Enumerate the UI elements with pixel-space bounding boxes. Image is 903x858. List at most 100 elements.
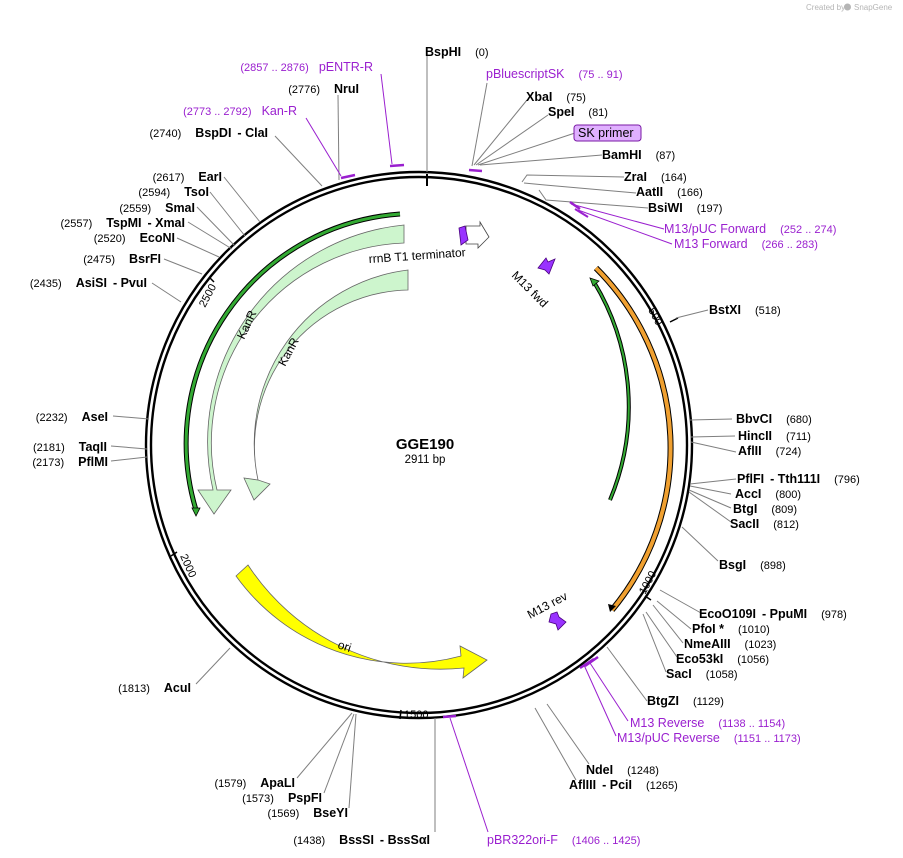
site-ndei[interactable]: NdeI(1248) [586,763,659,777]
site-nmeaiii[interactable]: NmeAIII(1023) [684,637,776,651]
ruler-tick-2500 [208,276,215,283]
ruler-tick-500 [669,317,679,323]
site-asisi[interactable]: (2435)AsiSI- PvuI [30,276,147,290]
primer-pentr-r[interactable]: (2857 .. 2876)pENTR-R [240,60,373,74]
site-bsrfi[interactable]: (2475)BsrFI [83,252,161,266]
site-pflfi[interactable]: PflFI- Tth111I(796) [737,472,860,486]
leader-btgi [688,489,732,509]
leader-xbai [473,99,528,166]
m13-fwd-label: M13 fwd [509,268,551,310]
site-tsoi[interactable]: (2594)TsoI [138,185,209,199]
lacz-arc [594,266,673,612]
leader-sk-primer [477,132,576,166]
primer-kan-r[interactable]: (2773 .. 2792)Kan-R [183,104,297,118]
m13-rev-feature[interactable] [548,611,567,631]
leader-aatii [523,182,637,194]
leader-acci [689,485,732,495]
m13-rev-label: M13 rev [525,589,570,622]
site-bsgi[interactable]: BsgI(898) [719,558,786,572]
leader-acui [195,647,231,685]
site-apali[interactable]: (1579)ApaLI [214,776,295,790]
kanr-feature-1[interactable] [197,224,405,515]
site-taqii[interactable]: (2181)TaqII [33,440,107,454]
site-sacii[interactable]: SacII(812) [730,517,799,531]
site-spei[interactable]: SpeI(81) [548,105,608,119]
site-xbai[interactable]: XbaI(75) [526,90,586,104]
primer-pbluescriptsk[interactable]: pBluescriptSK(75 .. 91) [486,67,623,81]
leader-eco53ki [645,611,678,658]
site-pfoi[interactable]: PfoI *(1010) [692,622,770,636]
leader-pspfi [323,713,355,794]
site-acci[interactable]: AccI(800) [735,487,801,501]
leader-pbluescriptsk [471,82,488,167]
site-btgzi[interactable]: BtgZI(1129) [647,694,724,708]
leader-pbr322ori-f [449,717,489,833]
leader-pflfi [689,478,737,485]
kanr-feature-2[interactable] [243,269,409,501]
site-nrui[interactable]: (2776)NruI [288,82,359,96]
mark-pbr322ori-f [442,714,457,719]
primer-m13-forward[interactable]: M13 Forward(266 .. 283) [674,237,818,251]
site-bbvci[interactable]: BbvCI(680) [736,412,812,426]
green-arc [593,281,630,501]
leader-eari [223,176,261,223]
site-bsssi[interactable]: (1438)BssSI- BssSαI [293,833,430,847]
ruler-tick-2000 [170,551,178,557]
site-aatii[interactable]: AatII(166) [636,185,703,199]
site-bstxi[interactable]: BstXI(518) [709,303,781,317]
leader-bspdi [274,135,323,187]
site-acui[interactable]: (1813)AcuI [118,681,191,695]
site-asei[interactable]: (2232)AseI [36,410,108,424]
backbone-inner [149,175,689,715]
snapgene-logo-icon [844,3,851,11]
m13-fwd-feature[interactable] [537,257,556,275]
site-bsiwi[interactable]: BsiWI(197) [648,201,722,215]
mark-m13-puc-reverse [584,655,599,668]
leader-apali [296,712,353,779]
site-bspdi[interactable]: (2740)BspDI- ClaI [150,126,269,140]
kanr-label-1: KanR [234,308,260,341]
site-hincii[interactable]: HincII(711) [738,429,811,443]
primer-m13-puc-reverse[interactable]: M13/pUC Reverse(1151 .. 1173) [617,731,801,745]
site-pspfi[interactable]: (1573)PspFI [242,791,322,805]
site-pflmi[interactable]: (2173)PflMI [32,455,108,469]
leader-m13-reverse [589,662,629,722]
leader-m13-puc-forward [570,203,665,230]
site-bamhi[interactable]: BamHI(87) [602,148,675,162]
site-tspmi[interactable]: (2557)TspMI- XmaI [60,216,185,230]
leader-zrai [521,174,625,183]
lacz-arrowhead [608,604,616,612]
site-ecoo109i[interactable]: EcoO109I- PpuMI(978) [699,607,847,621]
site-afliii[interactable]: AflIII- PciI(1265) [569,778,678,792]
leader-kan-r [305,117,342,177]
leader-pentr-r [380,73,393,165]
leader-sacii [688,491,732,523]
site-econi[interactable]: (2520)EcoNI [94,231,175,245]
site-bseyi[interactable]: (1569)BseYI [267,806,348,820]
site-aflii[interactable]: AflII(724) [738,444,801,458]
site-btgi[interactable]: BtgI(809) [733,502,797,516]
site-saci[interactable]: SacI(1058) [666,667,738,681]
ori-feature[interactable] [235,564,488,679]
primer-m13-reverse[interactable]: M13 Reverse(1138 .. 1154) [630,716,785,730]
leader-m13-puc-reverse [583,664,617,737]
site-zrai[interactable]: ZraI(164) [624,170,687,184]
sk-primer-box[interactable] [573,124,642,142]
leader-pfoi [656,600,692,630]
leader-nmeaiii [652,604,684,644]
ruler-label-2500: 2500 [197,282,219,309]
primer-m13-puc-forward[interactable]: M13/pUC Forward(252 .. 274) [664,222,836,236]
terminator-primer-marker [458,225,469,246]
watermark-brand: SnapGene [854,3,893,12]
leader-bsiwi [538,189,649,209]
leader-spei [475,114,549,166]
site-bsphi[interactable]: BspHI(0) [425,45,489,59]
leader-bsrfi [163,258,203,275]
rrnb-terminator-feature[interactable] [465,220,490,249]
kanr-outer-green-arc [184,212,401,511]
site-eari[interactable]: (2617)EarI [153,170,222,184]
site-smai[interactable]: (2559)SmaI [119,201,195,215]
backbone-outer [144,170,694,720]
primer-pbr322ori-f[interactable]: pBR322ori-F(1406 .. 1425) [487,833,640,847]
site-eco53ki[interactable]: Eco53kI(1056) [676,652,769,666]
